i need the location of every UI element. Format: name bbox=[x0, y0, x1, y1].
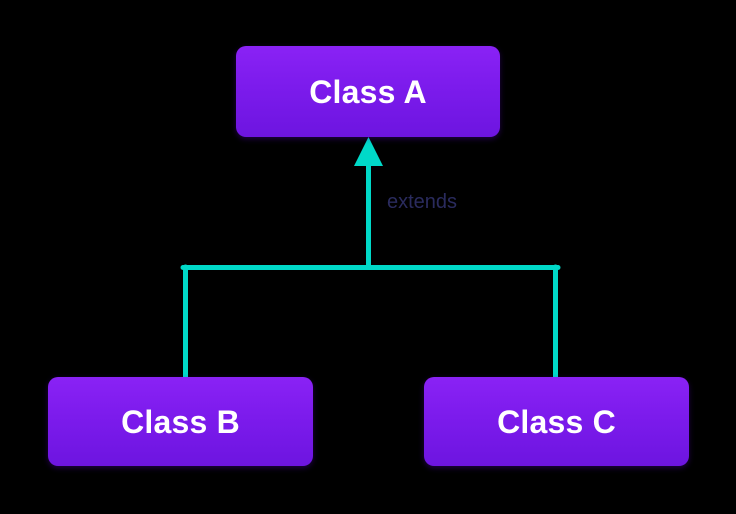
edge-label-extends: extends bbox=[387, 191, 458, 213]
class-node-label: Class A bbox=[309, 73, 427, 110]
class-node-class-c[interactable]: Class C bbox=[424, 377, 689, 466]
class-node-label: Class B bbox=[121, 403, 240, 440]
class-node-label: Class C bbox=[497, 403, 616, 440]
class-node-class-b[interactable]: Class B bbox=[48, 377, 313, 466]
inheritance-arrowhead-icon bbox=[354, 137, 383, 166]
class-node-class-a[interactable]: Class A bbox=[236, 46, 500, 137]
